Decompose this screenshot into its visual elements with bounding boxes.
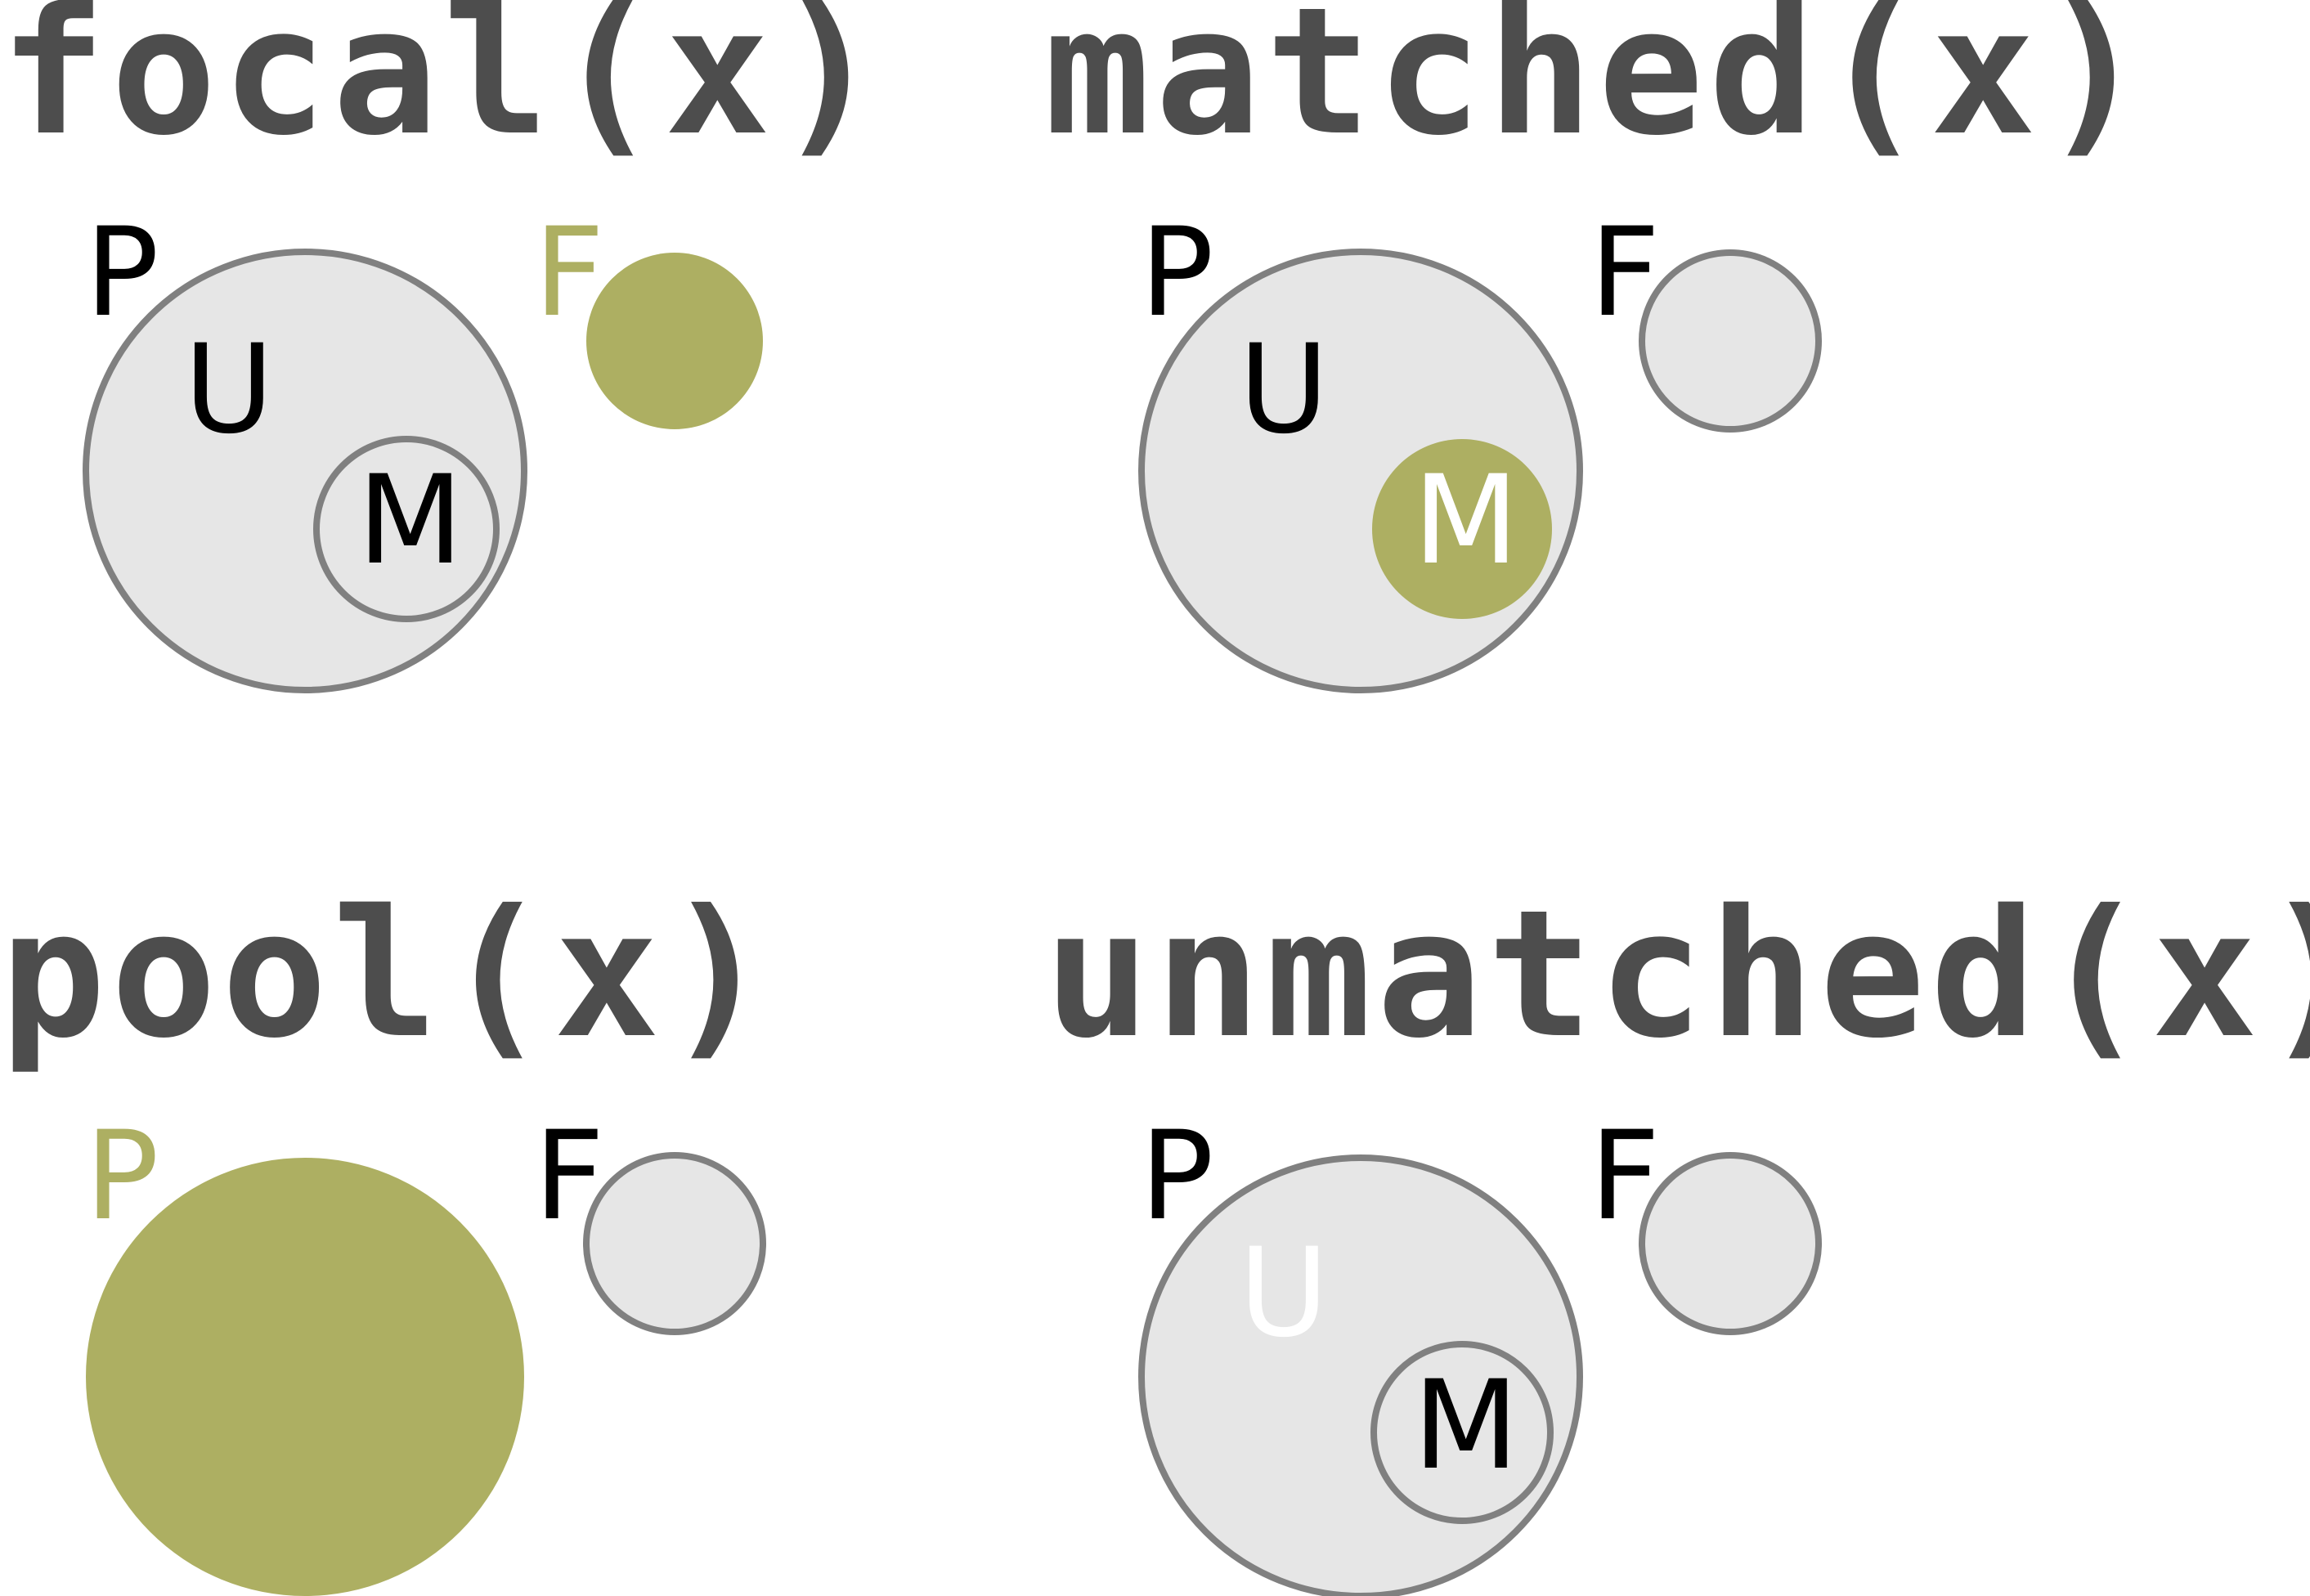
unmatched-label: U xyxy=(184,319,274,461)
matched-label: M xyxy=(1413,1355,1518,1497)
panel-pool: pool(x) P F xyxy=(0,872,775,1596)
unmatched-label: U xyxy=(1239,319,1329,461)
panel-title: matched(x) xyxy=(1044,0,2151,174)
focal-circle xyxy=(586,253,763,429)
focal-circle xyxy=(1639,249,1822,433)
matched-circle xyxy=(1370,1341,1554,1524)
panel-title: unmatched(x) xyxy=(1044,872,2310,1077)
focal-circle xyxy=(1639,1152,1822,1335)
pool-label: P xyxy=(1140,202,1213,344)
panel-unmatched: unmatched(x) P F U M xyxy=(1044,872,2310,1596)
panel-matched: matched(x) P F U M xyxy=(1044,0,2151,693)
pool-circle xyxy=(86,1158,524,1596)
focal-label: F xyxy=(1590,1105,1660,1248)
matched-label: M xyxy=(1413,450,1518,592)
unmatched-label: U xyxy=(1239,1222,1329,1365)
focal-label: F xyxy=(534,202,604,344)
matched-circle xyxy=(1372,439,1552,619)
focal-circle xyxy=(583,1152,766,1335)
panel-focal: focal(x) P F U M xyxy=(0,0,886,693)
matched-label: M xyxy=(357,450,463,592)
focal-label: F xyxy=(534,1105,604,1248)
pool-label: P xyxy=(85,202,159,344)
matched-circle xyxy=(313,436,500,622)
focal-label: F xyxy=(1590,202,1660,344)
panel-title: focal(x) xyxy=(0,0,886,174)
pool-label: P xyxy=(85,1105,159,1248)
panel-title: pool(x) xyxy=(0,872,775,1077)
pool-label: P xyxy=(1140,1105,1213,1248)
